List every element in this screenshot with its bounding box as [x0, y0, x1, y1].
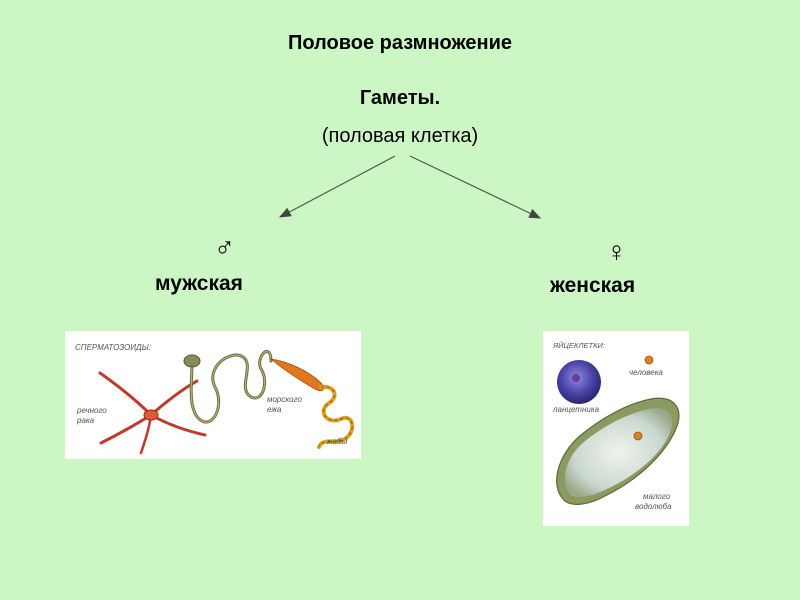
frog-sperm-illustration [269, 358, 355, 449]
lancelet-caption: ланцетника [552, 405, 600, 414]
human-caption: человека [629, 368, 664, 377]
arrow-to-male [278, 155, 396, 218]
human-egg-illustration [644, 355, 654, 365]
egg-illustration-panel: ЯЙЦЕКЛЕТКИ: ланцетника [543, 331, 689, 526]
beetle-egg-illustration [556, 397, 680, 505]
female-symbol-icon: ♀ [606, 236, 627, 267]
urchin-caption-1: морского [267, 395, 302, 404]
gametes-heading: Гаметы. [359, 87, 441, 109]
frog-caption: жабы [326, 437, 347, 446]
crayfish-sperm-illustration [98, 371, 207, 455]
urchin-sperm-illustration [183, 350, 273, 424]
slide-title: Половое размножение [287, 32, 513, 54]
sperm-illustration-panel: СПЕРМАТОЗОИДЫ: речного рака морского ежа… [65, 331, 361, 459]
lancelet-egg-illustration [557, 360, 601, 404]
gametes-note: (половая клетка) [321, 125, 479, 147]
arrow-to-female [409, 155, 542, 219]
beetle-caption-1: малого [643, 492, 671, 501]
egg-heading: ЯЙЦЕКЛЕТКИ: [552, 341, 605, 350]
crayfish-caption-1: речного [76, 406, 107, 415]
urchin-caption-2: ежа [267, 405, 282, 414]
male-label: мужская [155, 272, 243, 295]
sperm-heading: СПЕРМАТОЗОИДЫ: [75, 343, 151, 352]
beetle-caption-2: водолюба [635, 502, 672, 511]
crayfish-caption-2: рака [76, 416, 95, 425]
male-symbol-icon: ♂ [214, 232, 235, 263]
female-label: женская [550, 274, 636, 297]
